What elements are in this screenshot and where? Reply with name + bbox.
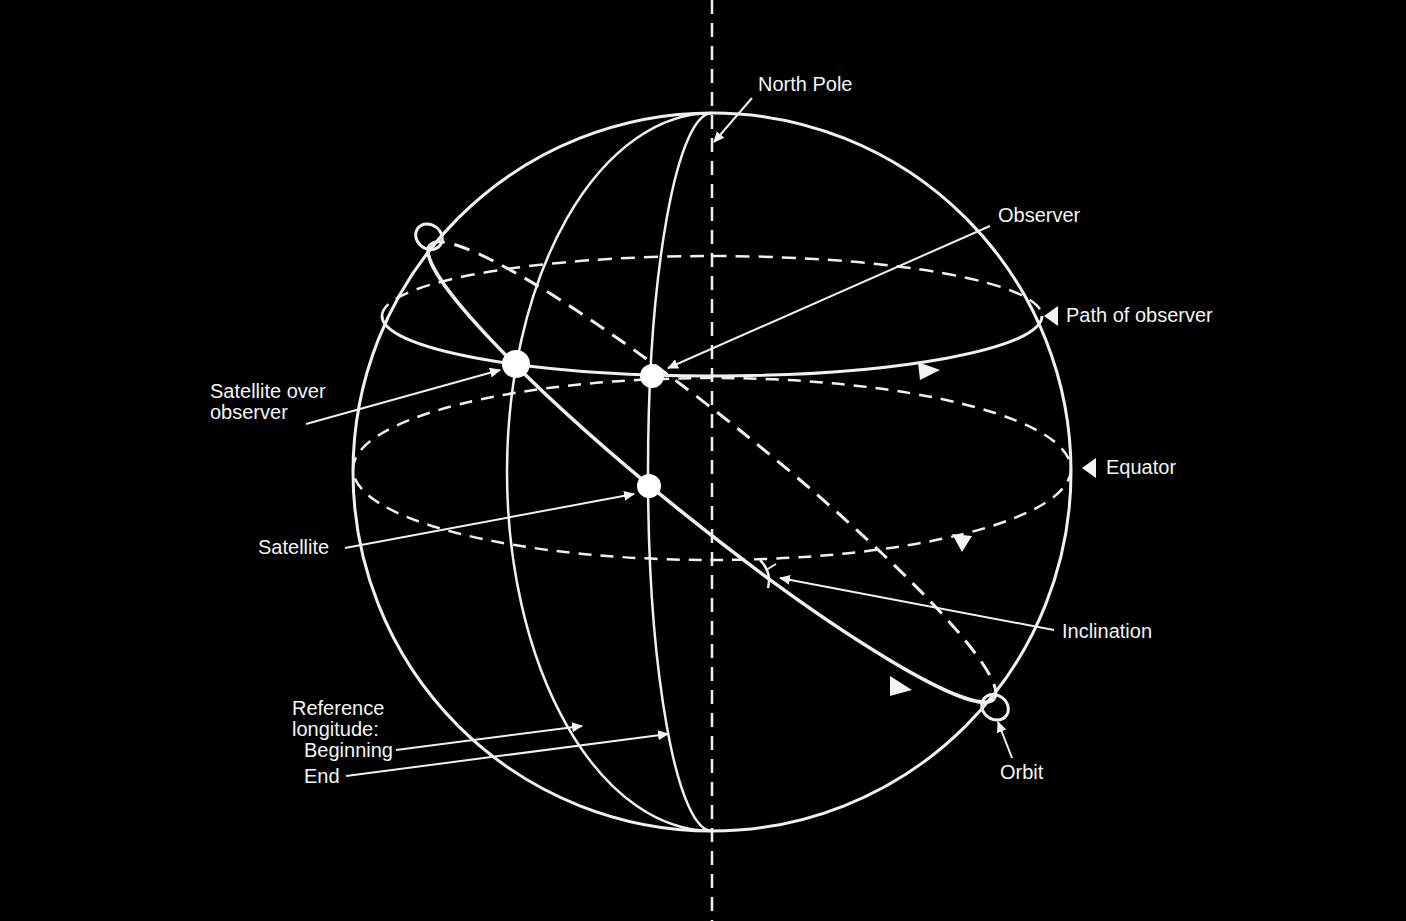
callout-label: Path of observer: [1066, 305, 1213, 326]
leader-line: [396, 726, 582, 750]
callout-label: North Pole: [758, 74, 853, 95]
callout-label: Reference longitude:: [292, 698, 404, 740]
callout-label: Orbit: [1000, 762, 1043, 783]
leader-line: [714, 98, 752, 142]
inclination-arc: [760, 560, 769, 588]
callout-label: Satellite: [258, 537, 329, 558]
direction-arrow: [918, 362, 940, 380]
direction-arrow: [890, 676, 912, 696]
satellite-dot: [637, 474, 661, 498]
orbit-end-loop: [411, 219, 448, 255]
leader-line: [345, 494, 634, 548]
callout-label: Observer: [998, 205, 1080, 226]
callout-label: End: [304, 766, 340, 787]
pointer-triangle: [1044, 306, 1058, 326]
direction-arrow: [952, 534, 972, 552]
satellite-over-observer-dot: [502, 350, 530, 378]
observer-path-back: [382, 256, 1042, 316]
leader-line: [998, 722, 1012, 758]
reference-meridian-beginning: [507, 113, 712, 831]
inclination-tick: [766, 564, 776, 570]
callout-label: Beginning: [304, 740, 393, 761]
callout-label: Inclination: [1062, 621, 1152, 642]
pointer-triangle: [1082, 458, 1096, 478]
orbit-end-loop: [977, 689, 1014, 725]
callout-label: Satellite over observer: [210, 381, 352, 423]
orbit-back: [430, 206, 1026, 699]
leader-line: [668, 226, 990, 368]
callout-label: Equator: [1106, 457, 1176, 478]
earth-outline: [353, 113, 1071, 831]
orbit-front: [399, 245, 995, 738]
leader-line: [306, 370, 500, 424]
polar-axis: [711, 0, 714, 921]
observer-dot: [640, 364, 664, 388]
observer-path-front: [382, 316, 1042, 376]
reference-meridian-end: [648, 113, 712, 831]
equator-line: [353, 378, 1071, 560]
leader-line: [780, 578, 1054, 630]
leader-line: [346, 734, 668, 776]
